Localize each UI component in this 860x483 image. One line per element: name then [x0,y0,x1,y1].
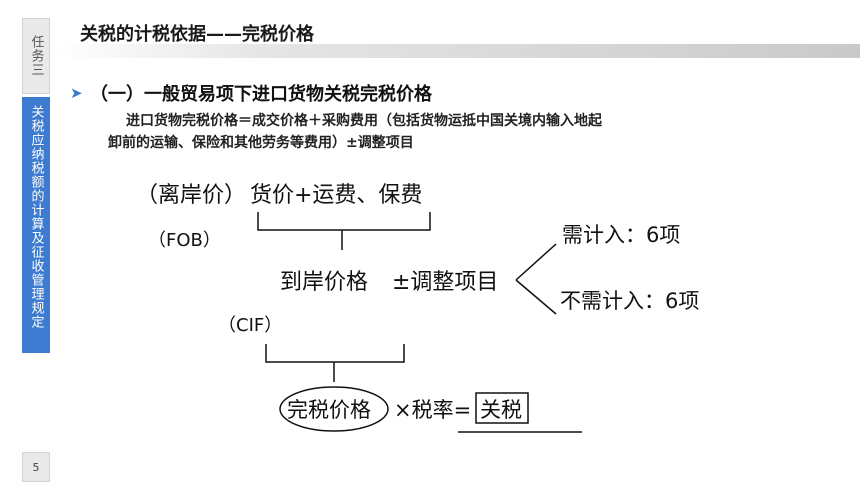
fob-bracket [257,212,431,231]
page-number: 5 [22,452,50,482]
exclude-label: 不需计入：6项 [560,289,699,313]
arrow-bullet-icon: ➤ [70,84,83,102]
branch-include [515,243,557,281]
section-subtitle: （一）一般贸易项下进口货物关税完税价格 [90,84,432,105]
fob-label: （离岸价） [136,183,246,208]
section-label-box: 关税应纳税额的计算及征收管理规定 [22,97,50,353]
task-label: 任务三 [28,35,44,77]
section-label: 关税应纳税额的计算及征收管理规定 [28,105,44,329]
cif-code: （CIF） [218,315,282,336]
fob-code: （FOB） [148,230,221,251]
header-divider-bar [56,44,860,58]
adjustment-label: ±调整项目 [392,270,498,295]
cif-bracket [265,344,405,363]
branch-exclude [515,279,557,315]
formula-line-1: 进口货物完税价格＝成交价格＋采购费用（包括货物运抵中国关境内输入地起 [126,113,602,129]
include-label: 需计入：6项 [562,223,680,247]
duty-label: 关税 [480,398,522,422]
dutiable-price-label: 完税价格 [287,398,371,422]
formula-line-2: 卸前的运输、保险和其他劳务等费用）±调整项目 [108,135,414,151]
fob-parts: 货价+运费、保费 [250,183,422,208]
page-title: 关税的计税依据——完税价格 [80,24,314,45]
dutiable-price-ellipse [279,386,389,432]
task-label-box: 任务三 [22,18,50,94]
times-rate-label: ×税率= [394,398,471,422]
cif-price-label: 到岸价格 [280,270,368,295]
duty-box [475,392,529,424]
